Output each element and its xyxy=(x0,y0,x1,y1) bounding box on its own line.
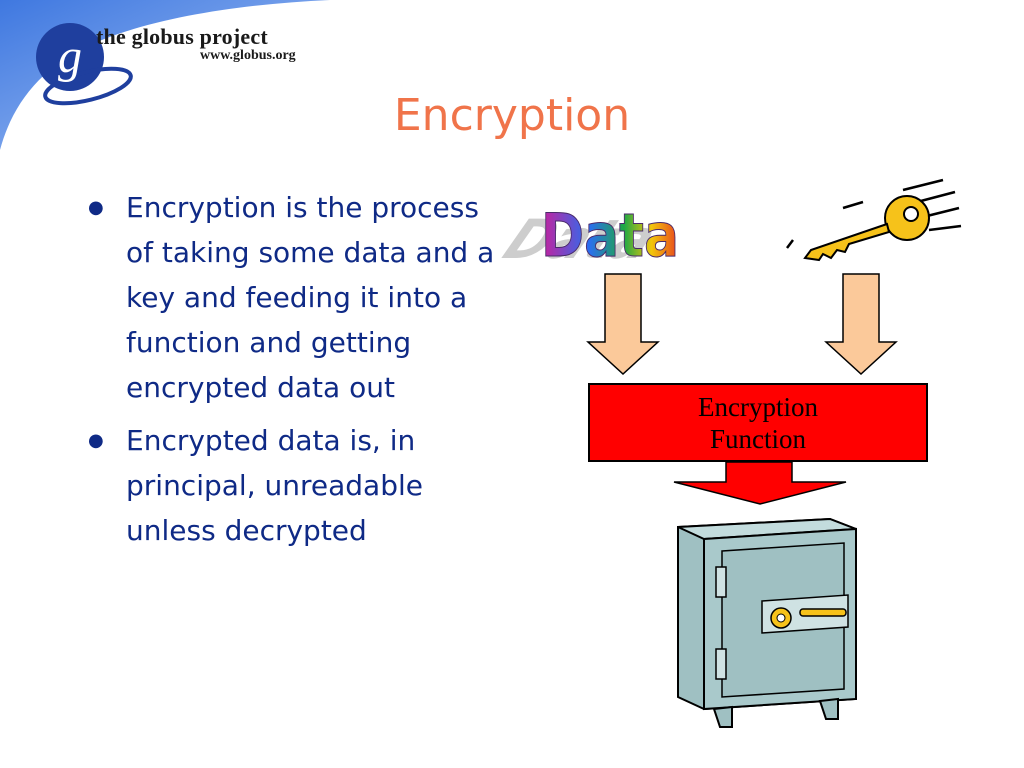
brand-name: the globus project xyxy=(96,24,268,49)
logo-letter: g xyxy=(58,30,82,83)
slide-title: Encryption xyxy=(393,90,631,141)
data-wordart: Data Data xyxy=(497,201,680,271)
bullet-text: Encryption is the process of taking some… xyxy=(126,191,495,404)
bullet-item: ● Encrypted data is, in principal, unrea… xyxy=(86,418,506,553)
output-arrow-icon xyxy=(673,461,847,505)
bullet-dot-icon: ● xyxy=(88,197,104,218)
function-label-line1: Encryption xyxy=(698,391,818,422)
bullet-item: ● Encryption is the process of taking so… xyxy=(86,185,506,410)
encryption-function-box: Encryption Function xyxy=(588,383,928,462)
data-text: Data xyxy=(541,201,679,270)
globus-logo-icon: g xyxy=(36,23,133,106)
key-icon xyxy=(786,178,962,262)
bullet-dot-icon: ● xyxy=(88,430,104,451)
data-arrow-icon xyxy=(586,273,660,376)
safe-icon xyxy=(677,517,857,728)
function-label-line2: Function xyxy=(709,423,806,454)
bullet-text: Encrypted data is, in principal, unreada… xyxy=(126,424,423,547)
brand-url: www.globus.org xyxy=(200,48,296,63)
key-arrow-icon xyxy=(824,273,898,376)
bullet-list: ● Encryption is the process of taking so… xyxy=(86,185,506,561)
